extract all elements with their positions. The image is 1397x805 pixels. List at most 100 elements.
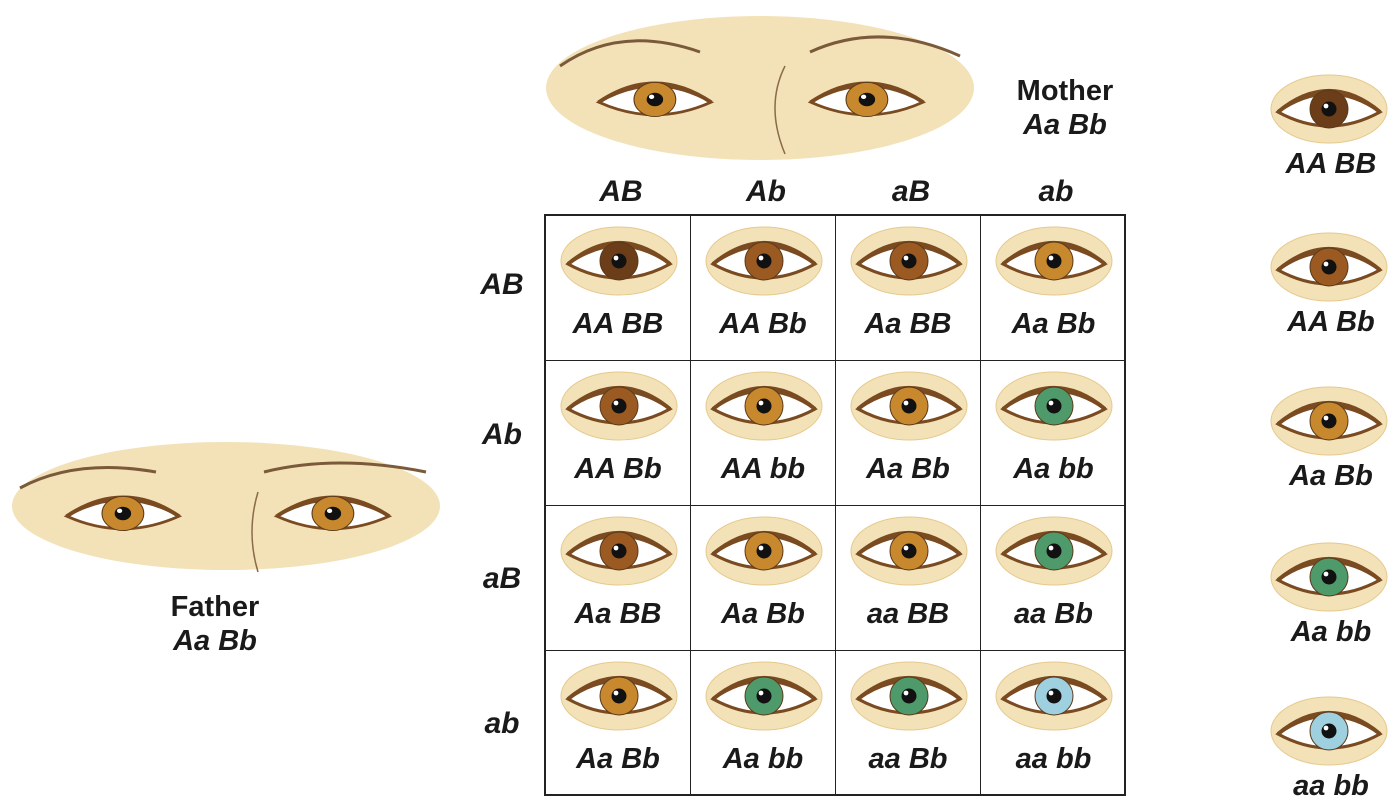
pupil — [902, 399, 917, 414]
punnett-cell: aa bb — [981, 651, 1126, 796]
eye-icon — [1270, 542, 1388, 612]
eye-highlight — [904, 546, 909, 551]
punnett-cell: AA Bb — [691, 216, 836, 361]
eye-highlight — [1324, 416, 1329, 421]
cell-genotype: Aa BB — [546, 598, 690, 631]
eye-icon — [560, 371, 678, 441]
cell-genotype: Aa BB — [836, 308, 980, 341]
pupil — [859, 93, 876, 107]
punnett-cell: AA BB — [546, 216, 691, 361]
mother-title: Mother — [990, 74, 1140, 108]
father-label: Father Aa Bb — [140, 590, 290, 658]
eye-icon — [995, 661, 1113, 731]
pupil — [757, 399, 772, 414]
eye-highlight — [1324, 104, 1329, 109]
eye-icon — [850, 226, 968, 296]
eye-highlight — [1049, 401, 1054, 406]
eye-icon — [560, 661, 678, 731]
eye-icon — [705, 226, 823, 296]
cell-genotype: AA BB — [546, 308, 690, 341]
row-allele-1: AB — [472, 268, 532, 302]
column-allele-4: ab — [983, 175, 1129, 209]
punnett-cell: Aa Bb — [546, 651, 691, 796]
eye-icon — [560, 516, 678, 586]
cell-genotype: aa bb — [981, 743, 1126, 776]
eye-highlight — [1049, 256, 1054, 261]
eye-highlight — [614, 691, 619, 696]
eye-highlight — [614, 256, 619, 261]
cell-genotype: Aa Bb — [981, 308, 1126, 341]
eye-highlight — [759, 691, 764, 696]
eye-highlight — [759, 256, 764, 261]
column-allele-3: aB — [838, 175, 984, 209]
cell-genotype: Aa Bb — [546, 743, 690, 776]
eye-highlight — [904, 691, 909, 696]
cell-genotype: AA bb — [691, 453, 835, 486]
eye-highlight — [759, 401, 764, 406]
punnett-cell: Aa BB — [546, 506, 691, 651]
pupil — [757, 254, 772, 269]
eye-highlight — [861, 95, 866, 99]
cell-genotype: Aa bb — [691, 743, 835, 776]
punnett-cell: Aa Bb — [981, 216, 1126, 361]
pupil — [1322, 414, 1337, 429]
mother-genotype: Aa Bb — [990, 108, 1140, 142]
pupil — [902, 254, 917, 269]
eye-highlight — [614, 546, 619, 551]
column-allele-1: AB — [548, 175, 694, 209]
column-allele-2: Ab — [693, 175, 839, 209]
eye-highlight — [649, 95, 654, 99]
cell-genotype: aa BB — [836, 598, 980, 631]
eye-icon — [705, 516, 823, 586]
eye-icon — [705, 661, 823, 731]
father-skin — [12, 442, 440, 570]
father-face-drawing — [6, 432, 446, 582]
cell-genotype: Aa Bb — [836, 453, 980, 486]
pupil — [612, 689, 627, 704]
eye-highlight — [614, 401, 619, 406]
mother-label: Mother Aa Bb — [990, 74, 1140, 142]
pupil — [902, 544, 917, 559]
punnett-cell: Aa bb — [691, 651, 836, 796]
row-allele-3: aB — [472, 562, 532, 596]
punnett-cell: AA bb — [691, 361, 836, 506]
eye-highlight — [759, 546, 764, 551]
phenotype-genotype: Aa Bb — [1266, 460, 1396, 493]
pupil — [1047, 254, 1062, 269]
pupil — [1047, 689, 1062, 704]
punnett-cell: Aa BB — [836, 216, 981, 361]
eye-highlight — [327, 509, 332, 513]
eye-icon — [850, 371, 968, 441]
eye-highlight — [1324, 726, 1329, 731]
pupil — [757, 544, 772, 559]
punnett-cell: AA Bb — [546, 361, 691, 506]
cell-genotype: aa Bb — [836, 743, 980, 776]
cell-genotype: Aa bb — [981, 453, 1126, 486]
eye-highlight — [1324, 572, 1329, 577]
eye-highlight — [904, 256, 909, 261]
eye-icon — [1270, 386, 1388, 456]
eye-highlight — [1324, 262, 1329, 267]
eye-icon — [1270, 232, 1388, 302]
eye-highlight — [1049, 546, 1054, 551]
punnett-cell: aa Bb — [981, 506, 1126, 651]
row-allele-4: ab — [472, 707, 532, 741]
father-genotype: Aa Bb — [140, 624, 290, 658]
pupil — [612, 254, 627, 269]
row-allele-2: Ab — [472, 418, 532, 452]
eye-icon — [850, 661, 968, 731]
punnett-cell: aa BB — [836, 506, 981, 651]
pupil — [612, 544, 627, 559]
cell-genotype: Aa Bb — [691, 598, 835, 631]
pupil — [1047, 544, 1062, 559]
pupil — [1322, 102, 1337, 117]
pupil — [1322, 570, 1337, 585]
pupil — [612, 399, 627, 414]
eye-icon — [995, 516, 1113, 586]
phenotype-genotype: AA Bb — [1266, 306, 1396, 339]
pupil — [325, 507, 342, 521]
punnett-cell: Aa Bb — [691, 506, 836, 651]
eye-icon — [995, 371, 1113, 441]
punnett-square: AA BB AA Bb Aa BB Aa Bb AA Bb AA bb Aa B… — [544, 214, 1126, 796]
phenotype-genotype: aa bb — [1266, 770, 1396, 803]
